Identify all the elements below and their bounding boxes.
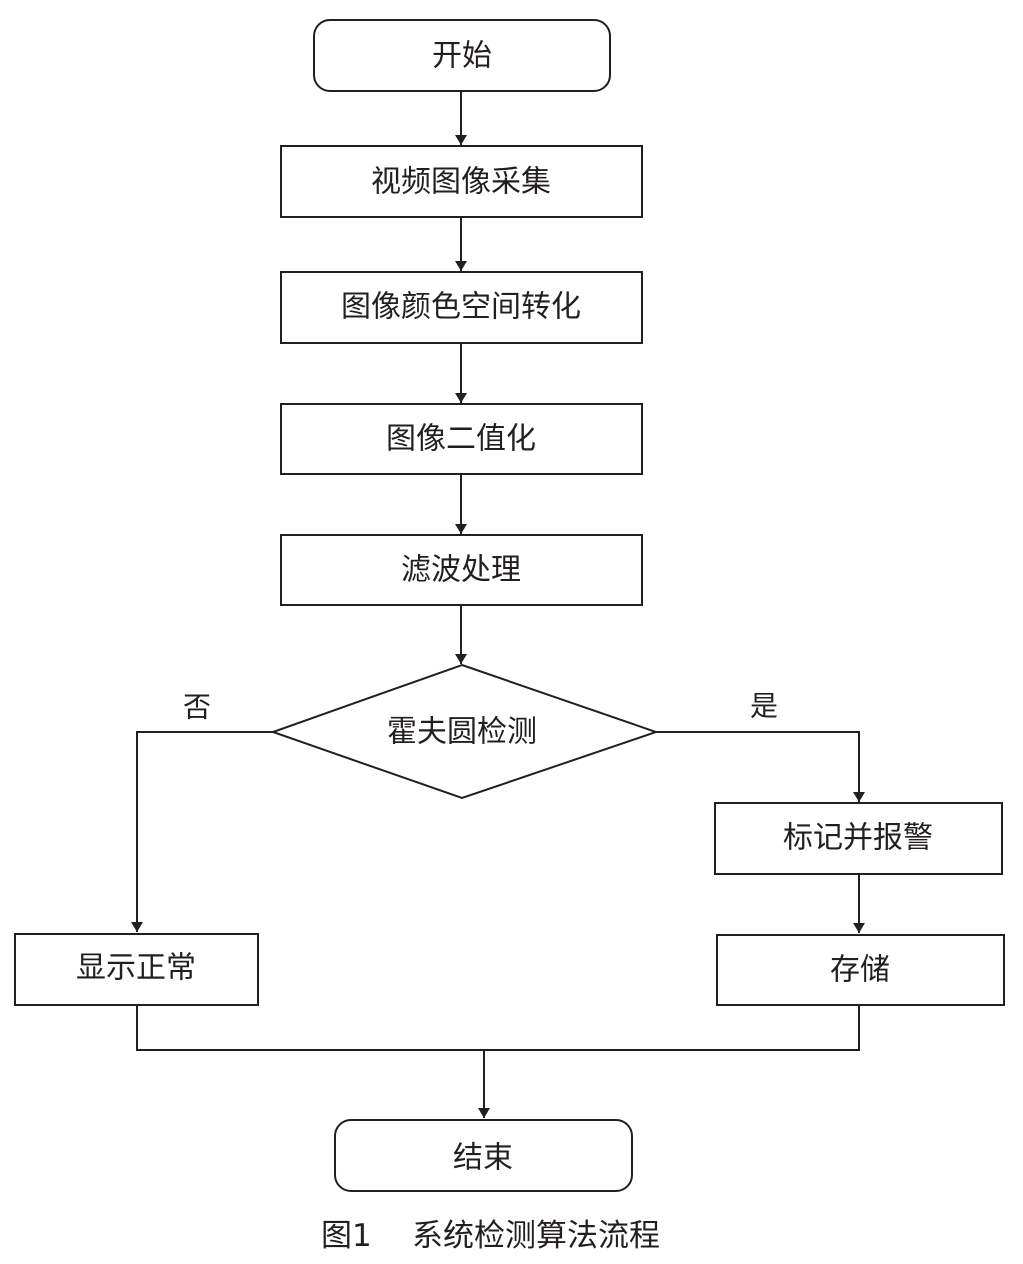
node-hough-circle-detection: 霍夫圆检测: [269, 663, 660, 800]
node-store-label: 存储: [830, 953, 890, 988]
branch-label-no: 否: [183, 691, 211, 724]
node-video-capture-label: 视频图像采集: [371, 165, 551, 200]
branch-label-yes: 是: [750, 690, 778, 723]
node-color-space-conversion-label: 图像颜色空间转化: [341, 290, 581, 325]
node-display-normal-label: 显示正常: [76, 951, 196, 986]
node-mark-and-alarm-label: 标记并报警: [783, 821, 933, 856]
node-video-capture: 视频图像采集: [280, 145, 643, 218]
node-filtering-label: 滤波处理: [401, 553, 521, 588]
edge-hough-to-mark-alarm: [656, 731, 865, 802]
node-color-space-conversion: 图像颜色空间转化: [280, 271, 643, 344]
node-filtering: 滤波处理: [280, 534, 643, 606]
node-end-label: 结束: [453, 1141, 513, 1176]
node-hough-circle-detection-label: 霍夫圆检测: [387, 715, 537, 750]
node-start-label: 开始: [432, 39, 492, 74]
node-binarization: 图像二值化: [280, 403, 643, 475]
node-store: 存储: [716, 934, 1005, 1006]
edge-merge-lines: [136, 1005, 860, 1051]
node-end: 结束: [334, 1119, 633, 1192]
figure-caption-title: 系统检测算法流程: [412, 1218, 660, 1254]
node-mark-and-alarm: 标记并报警: [714, 802, 1003, 875]
node-display-normal: 显示正常: [14, 933, 259, 1006]
edge-hough-to-display-normal: [131, 731, 273, 932]
figure-caption-number: 图1: [321, 1218, 372, 1254]
node-binarization-label: 图像二值化: [386, 422, 536, 457]
node-start: 开始: [313, 19, 611, 92]
